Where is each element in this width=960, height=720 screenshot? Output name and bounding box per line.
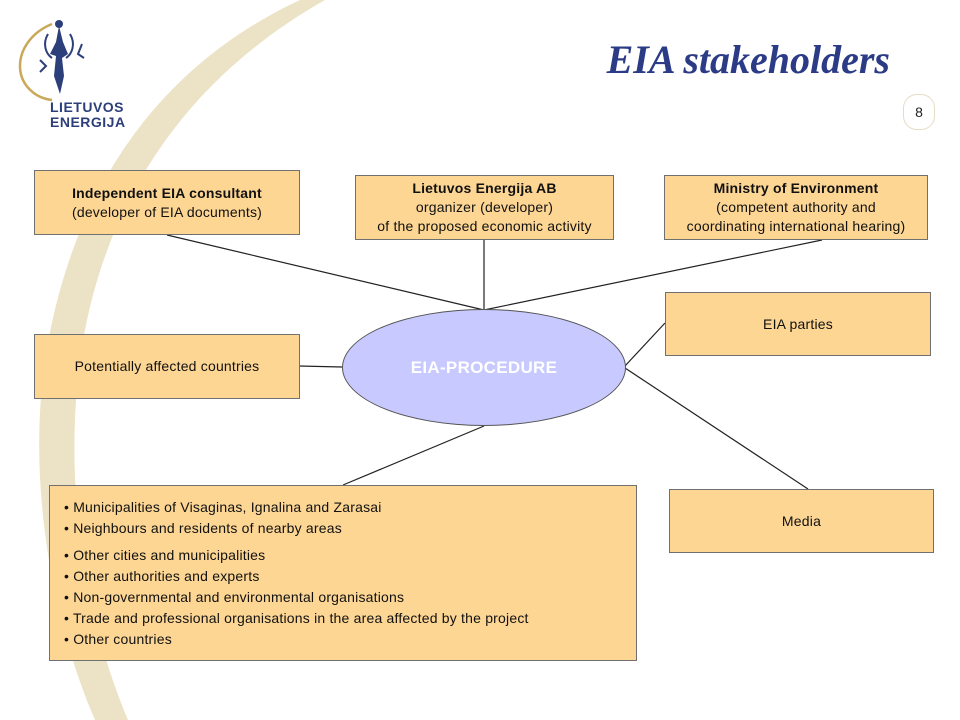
list-item: • Other countries	[64, 631, 172, 647]
logo-text-line2: ENERGIJA	[50, 114, 126, 130]
list-item: • Other cities and municipalities	[64, 547, 266, 563]
logo-text: LIETUVOS ENERGIJA	[50, 100, 126, 130]
connector-others	[342, 425, 485, 486]
eia-procedure-label: EIA-PROCEDURE	[410, 357, 558, 377]
company-logo	[12, 14, 122, 134]
eia-procedure-ellipse: EIA-PROCEDURE	[342, 309, 626, 426]
organizer-box: Lietuvos Energija AB organizer (develope…	[355, 175, 614, 240]
consultant-title: Independent EIA consultant	[72, 184, 262, 201]
ministry-hearing: coordinating international hearing)	[686, 218, 906, 234]
page-number: 8	[903, 94, 935, 130]
media-box: Media	[669, 489, 934, 553]
eia-parties-label: EIA parties	[763, 315, 833, 332]
logo-emblem-icon	[18, 20, 85, 102]
ministry-title: Ministry of Environment	[713, 180, 879, 196]
media-label: Media	[781, 512, 822, 529]
eia-parties-box: EIA parties	[665, 292, 931, 356]
list-item: • Trade and professional organisations i…	[64, 610, 529, 626]
organizer-activity: of the proposed economic activity	[377, 218, 592, 234]
consultant-subtitle: (developer of EIA documents)	[71, 203, 263, 220]
list-item: • Municipalities of Visaginas, Ignalina …	[64, 499, 382, 515]
list-item: • Other authorities and experts	[64, 568, 260, 584]
logo-text-line1: LIETUVOS	[50, 99, 125, 115]
connector-consultant	[166, 234, 485, 311]
organizer-title: Lietuvos Energija AB	[412, 180, 557, 196]
connector-media	[624, 367, 809, 490]
organizer-role: organizer (developer)	[415, 199, 554, 215]
connector-eia-parties	[624, 322, 666, 367]
list-item: • Neighbours and residents of nearby are…	[64, 520, 342, 536]
connector-ministry	[483, 239, 823, 311]
consultant-box: Independent EIA consultant (developer of…	[34, 170, 300, 235]
slide-title: EIA stakeholders	[606, 37, 890, 82]
list-item: • Non-governmental and environmental org…	[64, 589, 405, 605]
affected-countries-box: Potentially affected countries	[34, 334, 300, 399]
affected-countries-label: Potentially affected countries	[74, 358, 260, 374]
other-stakeholders-box: • Municipalities of Visaginas, Ignalina …	[49, 485, 637, 661]
connector-affected-countries	[298, 365, 343, 368]
ministry-role: (competent authority and	[716, 199, 876, 215]
ministry-box: Ministry of Environment (competent autho…	[664, 175, 928, 240]
